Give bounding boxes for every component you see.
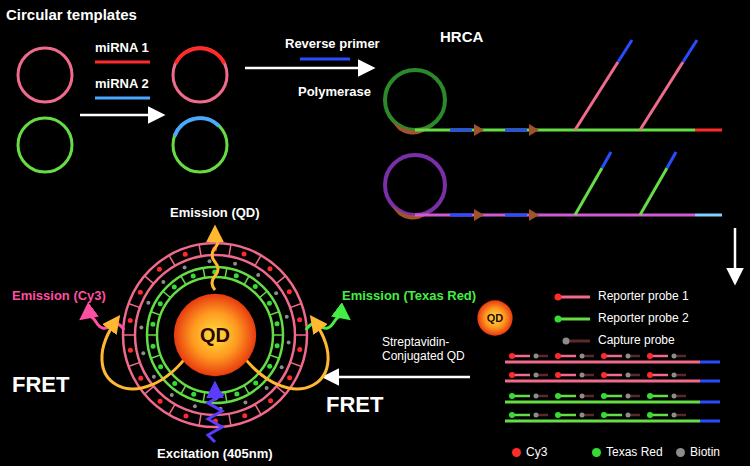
quantum-dot: QD [477, 300, 513, 336]
label: Emission (QD) [170, 205, 260, 221]
legend-swatch [592, 448, 601, 457]
node-text: QD [200, 324, 230, 347]
legend-text: Reporter probe 2 [598, 311, 689, 325]
label: miRNA 1 [95, 40, 149, 56]
legend-text: Capture probe [598, 333, 675, 347]
legend-swatch [676, 448, 685, 457]
label: Circular templates [6, 6, 137, 24]
legend-text: Biotin [690, 445, 720, 459]
quantum-dot-label: QD [477, 300, 513, 336]
quantum-dot: QD [173, 293, 257, 377]
quantum-dot-label: QD [173, 293, 257, 377]
label: Emission (Cy3) [12, 288, 106, 304]
label: miRNA 2 [95, 76, 149, 92]
label: FRET [326, 392, 383, 418]
label: FRET [12, 372, 69, 398]
legend-swatch [512, 448, 521, 457]
label: Emission (Texas Red) [342, 288, 476, 304]
legend-text: Reporter probe 1 [598, 289, 689, 303]
label: Excitation (405nm) [157, 446, 273, 462]
label: Reverse primer [285, 36, 380, 52]
legend-text: Cy3 [526, 445, 547, 459]
label: HRCA [440, 28, 483, 46]
node-text: QD [487, 312, 504, 324]
legend-text: Texas Red [606, 445, 663, 459]
label: Streptavidin-Conjugated QD [382, 335, 482, 364]
label: Polymerase [298, 84, 371, 100]
